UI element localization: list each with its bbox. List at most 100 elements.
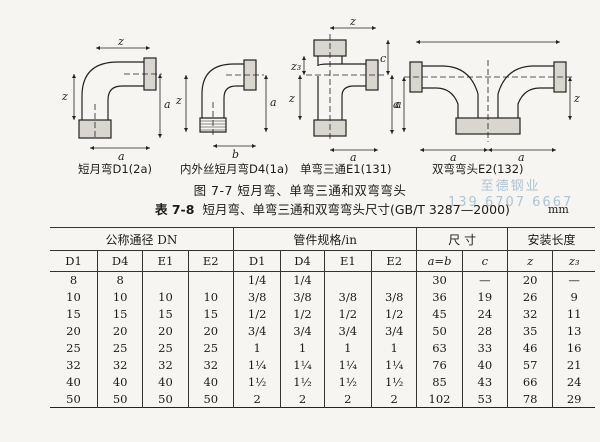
table-cell: 26 xyxy=(506,288,554,306)
table-cell: 1/2 xyxy=(371,305,418,323)
table-cell: 32 xyxy=(142,356,189,374)
table-cell: 16 xyxy=(552,339,595,357)
table-cell: 1¼ xyxy=(232,356,282,374)
dim-a-7: a xyxy=(450,151,457,164)
table-cell: 40 xyxy=(461,356,508,374)
bend-tee-e1-drawing xyxy=(298,26,394,152)
subheader-cell: D1 xyxy=(50,250,98,272)
table-cell: 30 xyxy=(416,271,463,289)
table-cell: 1¼ xyxy=(280,356,325,374)
table-cell: 57 xyxy=(506,356,554,374)
table-cell: 20 xyxy=(187,322,234,340)
table-cell: 1/4 xyxy=(232,271,282,289)
subheader-cell: a=b xyxy=(416,250,463,272)
subheader-cell: E1 xyxy=(142,250,189,272)
table-cell: 2 xyxy=(280,390,325,408)
table-cell: 40 xyxy=(96,373,144,391)
table-cell: 15 xyxy=(187,305,234,323)
table-cell: 1/2 xyxy=(232,305,282,323)
dim-b-1: b xyxy=(232,148,239,161)
table-cell: 1¼ xyxy=(323,356,373,374)
table-cell: 66 xyxy=(506,373,554,391)
subheader-cell: z xyxy=(506,250,554,272)
table-cell: 1½ xyxy=(371,373,418,391)
table-cell: 78 xyxy=(506,390,554,408)
short-bend-d4-drawing xyxy=(184,59,268,148)
dim-a-4: a xyxy=(395,98,402,111)
table-cell xyxy=(142,271,189,289)
table-cell: 15 xyxy=(50,305,98,323)
table-cell: 3/8 xyxy=(280,288,325,306)
table-cell: 76 xyxy=(416,356,463,374)
dim-a-3: a xyxy=(270,96,277,109)
subheader-cell: D4 xyxy=(280,250,325,272)
dim-z-5: z xyxy=(288,92,295,105)
table-cell: 32 xyxy=(187,356,234,374)
table-cell: — xyxy=(461,271,508,289)
table-cell: 8 xyxy=(50,271,98,289)
table-cell: 8 xyxy=(96,271,144,289)
subheader-cell: D1 xyxy=(232,250,282,272)
table-cell: 25 xyxy=(50,339,98,357)
table-cell: 11 xyxy=(552,305,595,323)
table-title-text: 短月弯、单弯三通和双弯弯头尺寸(GB/T 3287—2000) xyxy=(202,202,510,217)
dim-a-6: a xyxy=(393,98,400,111)
table-cell: 50 xyxy=(416,322,463,340)
dim-z-6: z xyxy=(573,92,580,105)
caption-e1: 单弯三通E1(131) xyxy=(300,162,392,176)
table-cell: 85 xyxy=(416,373,463,391)
table-cell: 3/8 xyxy=(371,288,418,306)
watermark-phone: 139 6707 6667 xyxy=(448,195,574,210)
watermark-name: 至德钢业 xyxy=(480,179,541,194)
table-cell: 1¼ xyxy=(371,356,418,374)
table-cell: 1/2 xyxy=(323,305,373,323)
table-cell: 28 xyxy=(461,322,508,340)
table-cell: 40 xyxy=(50,373,98,391)
dim-a-1: a xyxy=(164,98,171,111)
table-cell: 3/4 xyxy=(280,322,325,340)
dim-a-8: a xyxy=(518,151,525,164)
table-cell: 43 xyxy=(461,373,508,391)
short-bend-d1-drawing xyxy=(72,46,162,150)
table-cell: 1/4 xyxy=(280,271,325,289)
table-cell: 32 xyxy=(50,356,98,374)
watermark: 至德钢业 139 6707 6667 xyxy=(448,179,573,211)
table-cell: 20 xyxy=(96,322,144,340)
table-cell xyxy=(323,271,373,289)
table-cell: 3/4 xyxy=(371,322,418,340)
table-cell: 1 xyxy=(323,339,373,357)
dim-z-4: z xyxy=(349,15,356,28)
table-cell xyxy=(371,271,418,289)
table-cell: 10 xyxy=(187,288,234,306)
table-cell: — xyxy=(552,271,595,289)
table-cell: 2 xyxy=(371,390,418,408)
table-cell: 29 xyxy=(552,390,595,408)
subheader-cell: z₃ xyxy=(552,250,595,272)
figure-title: 图 7-7 短月弯、单弯三通和双弯弯头 xyxy=(193,183,407,198)
dim-z-1: z xyxy=(117,35,124,48)
table-cell: 3/4 xyxy=(323,322,373,340)
table-cell: 3/8 xyxy=(232,288,282,306)
table-cell: 32 xyxy=(506,305,554,323)
table-cell: 45 xyxy=(416,305,463,323)
caption-d1: 短月弯D1(2a) xyxy=(78,162,153,176)
table-cell: 50 xyxy=(50,390,98,408)
dim-a-5: a xyxy=(350,151,357,164)
table-cell: 25 xyxy=(187,339,234,357)
table-cell: 10 xyxy=(50,288,98,306)
table-cell: 25 xyxy=(142,339,189,357)
table-cell: 9 xyxy=(552,288,595,306)
fitting-drawings: z z a a z a b z z₃ z a c a a z a a xyxy=(61,15,580,164)
table-cell: 2 xyxy=(323,390,373,408)
table-cell: 50 xyxy=(96,390,144,408)
subheader-cell: E1 xyxy=(323,250,373,272)
